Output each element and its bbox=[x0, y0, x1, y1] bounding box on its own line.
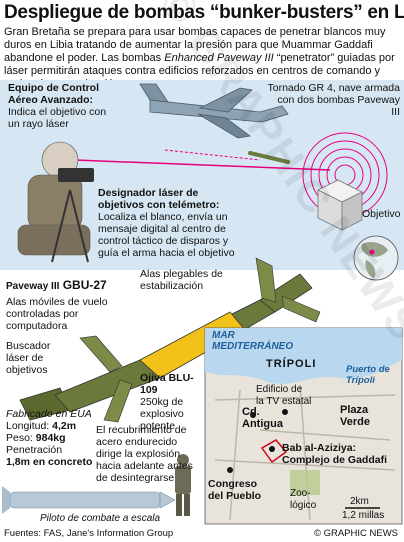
pilot-scale-label: Piloto de combate a escala bbox=[40, 513, 161, 524]
steel-casing-label: El recubrimiento de acero endurecido dir… bbox=[96, 424, 193, 484]
tornado-jet bbox=[139, 83, 289, 139]
map-city-label: TRÍPOLI bbox=[266, 358, 317, 370]
designator-label: Designador láser de objetivos con teléme… bbox=[98, 187, 235, 259]
laser-beam-2 bbox=[164, 149, 261, 161]
map-compound-label: Bab al-Aziziya: Complejo de Gaddafi bbox=[282, 442, 388, 466]
copyright: © GRAPHIC NEWS bbox=[313, 528, 398, 539]
falling-bomb bbox=[248, 151, 290, 164]
target-label: Objetivo bbox=[362, 208, 401, 220]
fins-label: Alas plegables de estabilización bbox=[140, 268, 223, 292]
tornado-label: Tornado GR 4, nave armada con dos bombas… bbox=[267, 82, 401, 118]
map-scale-km: 2km bbox=[350, 496, 369, 507]
laser-beam bbox=[74, 159, 331, 171]
map-port-label: Puerto de Trípoli bbox=[346, 364, 390, 386]
map-zoo-label: Zoo-lógico bbox=[290, 488, 317, 511]
bomb-name: Paveway III GBU-27 bbox=[6, 278, 107, 292]
map-old-city-label: Cd. Antigua bbox=[242, 406, 283, 430]
tripoli-map bbox=[204, 327, 403, 525]
map-sea-label: MAR MEDITERRÁNEO bbox=[212, 330, 294, 352]
scale-bomb bbox=[2, 486, 176, 514]
sources-footer: Fuentes: FAS, Jane's Information Group bbox=[4, 528, 174, 539]
movable-wings-label: Alas móviles de vuelo controladas por co… bbox=[6, 296, 108, 332]
page-title: Despliegue de bombas “bunker-busters” en… bbox=[4, 2, 404, 23]
laser-seeker-label: Buscador láser de objetivos bbox=[6, 340, 51, 376]
air-controller-label: Equipo de Control Aéreo Avanzado: Indica… bbox=[8, 82, 107, 130]
specs-block: Fabricado en EUA Longitud: 4,2m Peso: 98… bbox=[6, 408, 93, 468]
pilot-scale-figure bbox=[175, 454, 191, 516]
target-building bbox=[317, 179, 363, 231]
map-congress-label: Congreso del Pueblo bbox=[208, 478, 262, 502]
map-scale-mi: 1,2 millas bbox=[342, 510, 385, 521]
soldier-illustration bbox=[17, 141, 94, 263]
map-tv-label: Edificio de la TV estatal bbox=[256, 384, 312, 407]
map-green-square-label: Plaza Verde bbox=[340, 404, 370, 428]
globe-locator bbox=[353, 235, 399, 281]
